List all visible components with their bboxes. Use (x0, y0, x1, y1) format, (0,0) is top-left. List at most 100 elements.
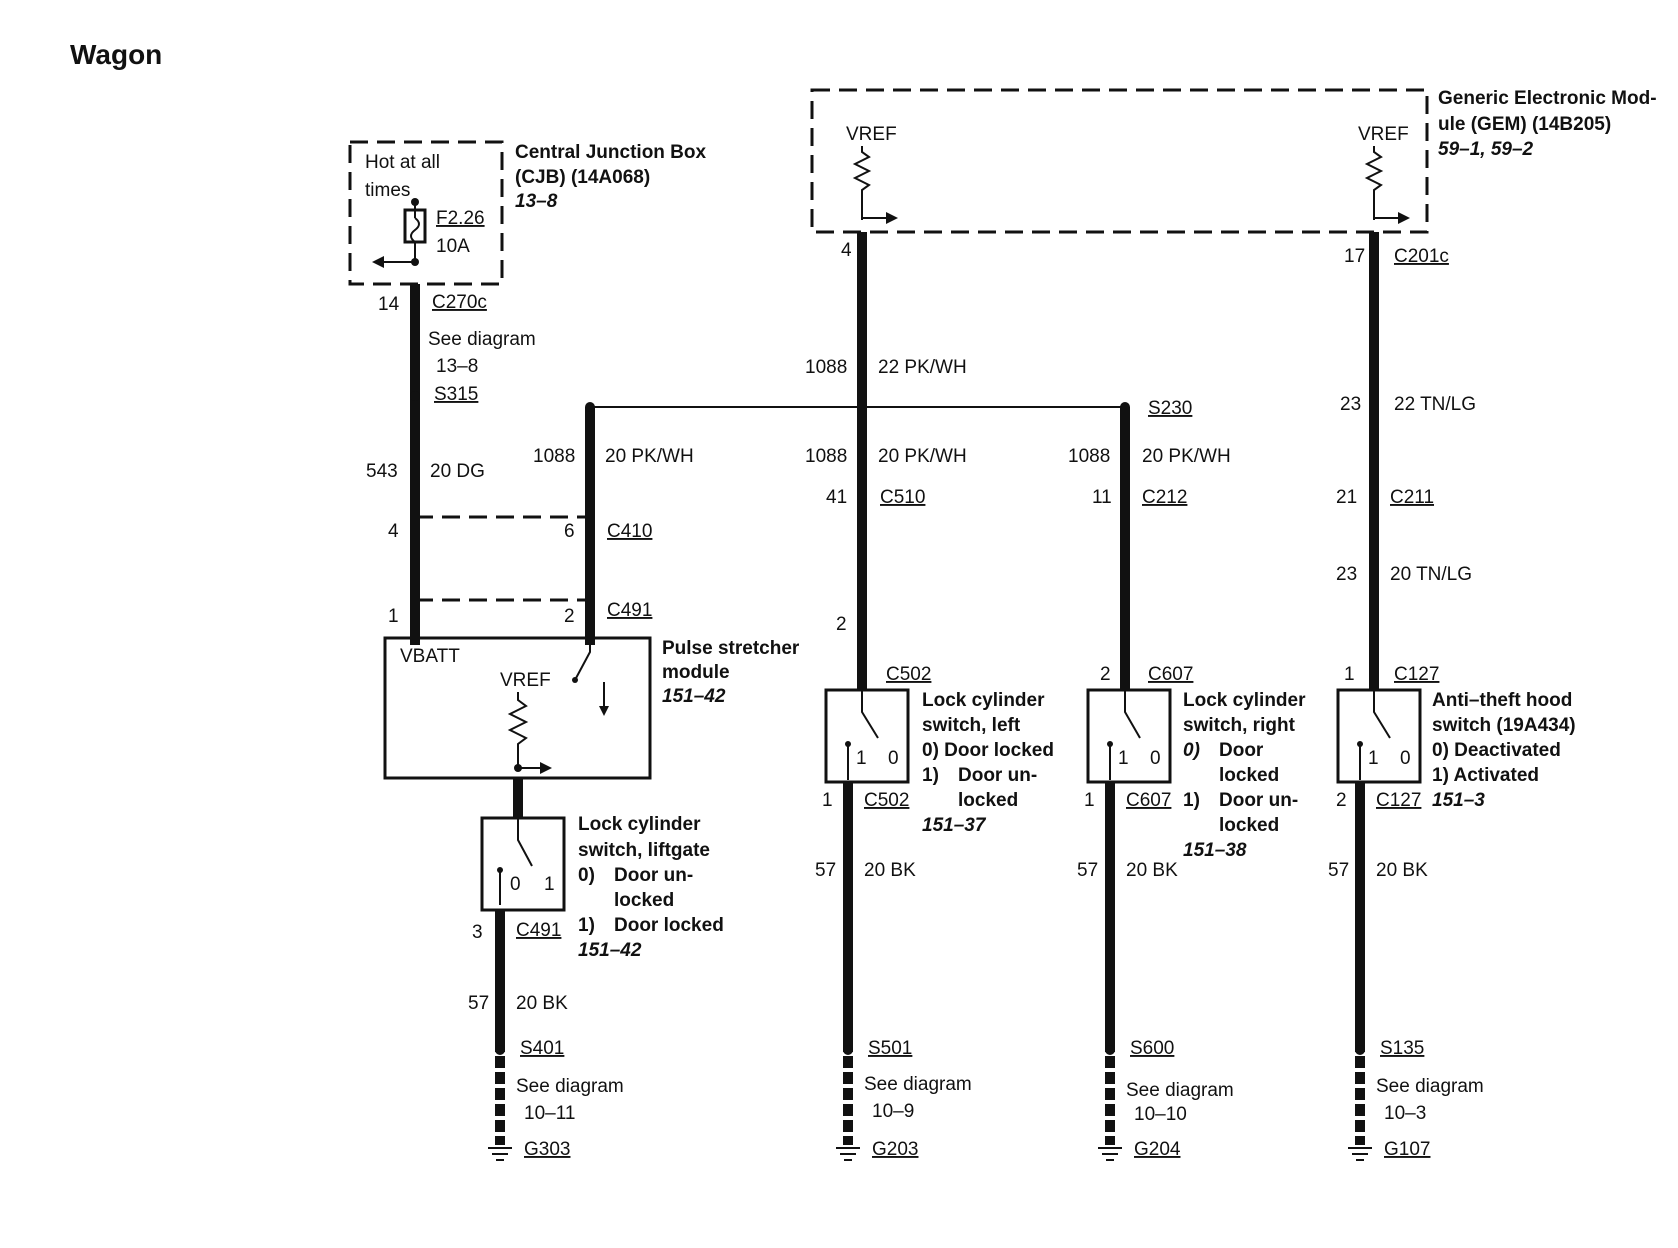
see-s401-ref: 10–11 (524, 1103, 575, 1124)
c127b-label: C127 (1376, 790, 1421, 811)
c127-label: C127 (1394, 664, 1439, 685)
ground-icon (488, 1147, 512, 1161)
liftgate-pos-1: 1 (544, 874, 555, 895)
c491-pin-a: 1 (388, 606, 399, 627)
gem-vref-left: VREF (846, 124, 897, 145)
circuit-23-hood: 17 C201c 23 22 TN/LG 21 C211 23 20 TN/LG… (1336, 232, 1476, 690)
c607-pin: 2 (1100, 664, 1111, 685)
resistor-icon (1364, 146, 1384, 220)
circuit-57-hood: 2 C127 151–3 57 20 BK S135 See diagram 1… (1328, 782, 1485, 1161)
liftgate-state0-num: 0) (578, 865, 595, 886)
see-s135-ref: 10–3 (1384, 1103, 1426, 1124)
wire-57-d-spec: 20 BK (1376, 860, 1428, 881)
circuit-1088-pulse: 1088 20 PK/WH (533, 402, 694, 645)
g203-label: G203 (872, 1139, 918, 1160)
hood-pos-1: 1 (1368, 748, 1379, 769)
left-pos-1: 1 (856, 748, 867, 769)
see-diagram-label: See diagram (428, 329, 536, 350)
circuit-1088-right: 1088 20 PK/WH 11 C212 2 C607 (1068, 407, 1231, 690)
s501-label: S501 (868, 1038, 912, 1059)
circuit-57-liftgate: 3 C491 57 20 BK S401 See diagram 10–11 G… (468, 910, 624, 1161)
wire-23-b-spec: 20 TN/LG (1390, 564, 1472, 585)
liftgate-name-1: Lock cylinder (578, 814, 701, 835)
right-state0-num: 0) (1183, 740, 1200, 761)
see-s600-ref: 10–10 (1134, 1104, 1187, 1125)
wire-57-b-number: 57 (815, 860, 836, 881)
right-state0-a: Door (1219, 740, 1264, 761)
wire-23-a-number: 23 (1340, 394, 1361, 415)
see-s501: See diagram (864, 1074, 972, 1095)
gem-vref-right: VREF (1358, 124, 1409, 145)
left-state1-num: 1) (922, 765, 939, 786)
c212-label: C212 (1142, 487, 1187, 508)
wire-1088-b-spec: 20 PK/WH (878, 446, 967, 467)
wire-57-c-number: 57 (1077, 860, 1098, 881)
cjb-hot-label-2: times (365, 180, 410, 201)
liftgate-switch-box (480, 816, 566, 912)
wire-1088-b-number: 1088 (805, 446, 847, 467)
fuse-number: F2.26 (436, 208, 485, 229)
wire-57-a-number: 57 (468, 993, 489, 1014)
pulse-stretcher-module: VBATT VREF Pulse stretcher module 151–42 (383, 636, 800, 780)
circuit-57-left: 1 C502 57 20 BK S501 See diagram 10–9 G2… (815, 782, 972, 1161)
pin-2-mid: 2 (836, 614, 847, 635)
pulse-name-2: module (662, 662, 730, 683)
s230-label: S230 (1148, 398, 1192, 419)
left-pos-0: 0 (888, 748, 899, 769)
hood-name-2: switch (19A434) (1432, 715, 1576, 736)
right-state1-a: Door un- (1219, 790, 1298, 811)
left-ref: 151–37 (922, 815, 987, 836)
see-s600: See diagram (1126, 1080, 1234, 1101)
s401-label: S401 (520, 1038, 564, 1059)
pulse-ref: 151–42 (662, 686, 726, 707)
wire-1088-c-spec: 20 PK/WH (1142, 446, 1231, 467)
g303-label: G303 (524, 1139, 570, 1160)
pulse-name-1: Pulse stretcher (662, 638, 800, 659)
hood-state1: 1) Activated (1432, 765, 1539, 786)
c491b-pin: 3 (472, 922, 483, 943)
liftgate-state0-b: locked (614, 890, 674, 911)
cjb-hot-label-1: Hot at all (365, 152, 440, 173)
c410-label: C410 (607, 521, 652, 542)
cjb-name-1: Central Junction Box (515, 142, 707, 163)
ground-icon (1348, 1147, 1372, 1161)
c510-pin: 41 (826, 487, 847, 508)
see-s135: See diagram (1376, 1076, 1484, 1097)
c201c-pin: 17 (1344, 246, 1365, 267)
gem-boundary (810, 88, 1429, 234)
see-s401: See diagram (516, 1076, 624, 1097)
connector-c491: 1 2 C491 (388, 598, 652, 627)
hood-name-1: Anti–theft hood (1432, 690, 1572, 711)
wire-57-c-spec: 20 BK (1126, 860, 1178, 881)
s315-label: S315 (434, 384, 478, 405)
wire-23-a-spec: 22 TN/LG (1394, 394, 1476, 415)
liftgate-lock-switch: 0 1 Lock cylinder switch, liftgate 0) Do… (480, 814, 724, 961)
c510-label: C510 (880, 487, 925, 508)
hood-pos-0: 0 (1400, 748, 1411, 769)
right-lock-switch: 1 0 Lock cylinder switch, right 0) Door … (1086, 688, 1306, 861)
cjb-ref: 13–8 (515, 191, 558, 212)
circuit-1088-left: 4 1088 22 PK/WH 1088 20 PK/WH 41 C510 2 … (805, 232, 967, 690)
see-s501-ref: 10–9 (872, 1101, 914, 1122)
resistor-icon (507, 692, 529, 768)
c607-label: C607 (1148, 664, 1193, 685)
c127-pin: 1 (1344, 664, 1355, 685)
right-state1-b: locked (1219, 815, 1279, 836)
c491b-label: C491 (516, 920, 561, 941)
liftgate-state1-a: Door locked (614, 915, 724, 936)
circuit-543: 14 C270c See diagram 13–8 S315 543 20 DG (366, 284, 536, 645)
wire-543-number: 543 (366, 461, 398, 482)
liftgate-pos-0: 0 (510, 874, 521, 895)
g204-label: G204 (1134, 1139, 1181, 1160)
resistor-icon (852, 146, 872, 220)
c607b-label: C607 (1126, 790, 1171, 811)
s600-label: S600 (1130, 1038, 1174, 1059)
wire-57-d-number: 57 (1328, 860, 1349, 881)
wire-1088-a-spec: 20 PK/WH (605, 446, 694, 467)
s135-label: S135 (1380, 1038, 1424, 1059)
c607b-pin: 1 (1084, 790, 1095, 811)
pulse-switch-icon (574, 645, 591, 681)
fuse-rating: 10A (436, 236, 470, 257)
hood-state0: 0) Deactivated (1432, 740, 1561, 761)
c201c-label: C201c (1394, 246, 1449, 267)
